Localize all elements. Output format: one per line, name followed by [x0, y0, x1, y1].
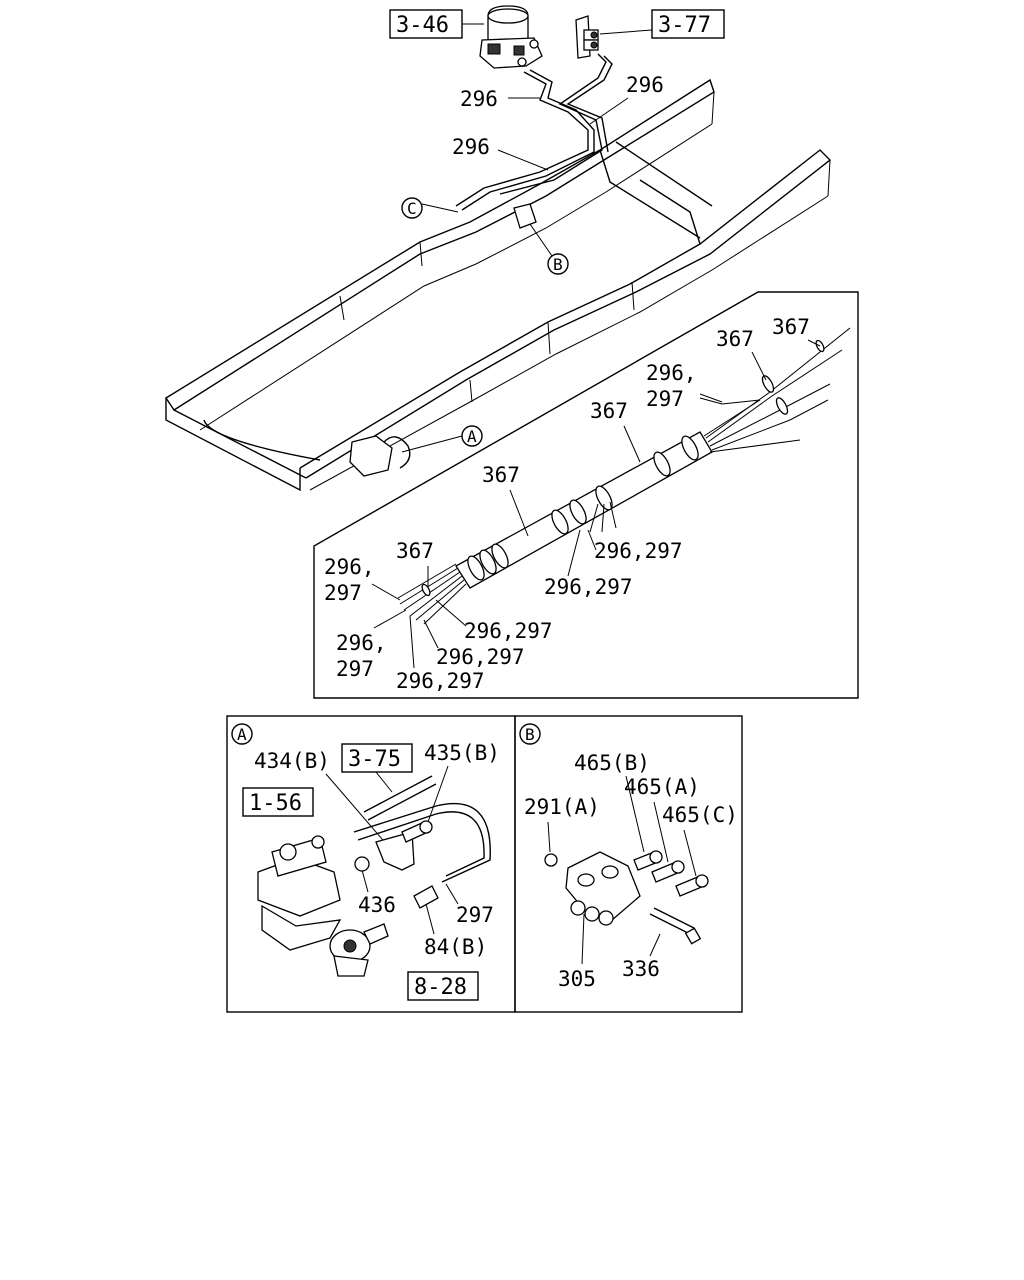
- label-435b: 435(B): [424, 741, 500, 765]
- label-84b: 84(B): [424, 935, 487, 959]
- panel-a-parts: [257, 775, 491, 977]
- air-dryer-part: [479, 5, 543, 69]
- label-465a: 465(A): [624, 775, 700, 799]
- label-436: 436: [358, 893, 396, 917]
- label-296-mid: 296: [452, 135, 490, 159]
- label-465b: 465(B): [574, 751, 650, 775]
- label-465c: 465(C): [662, 803, 738, 827]
- label-336: 336: [622, 957, 660, 981]
- label-296-297-c: 296,297: [464, 619, 553, 643]
- label-296-left: 296,: [324, 555, 375, 579]
- svg-text:A: A: [237, 725, 247, 744]
- detail-box-outline: [313, 291, 859, 699]
- ref-box-3-46[interactable]: 3-46: [389, 9, 463, 39]
- label-296-297-d: 296,297: [436, 645, 525, 669]
- label-297-lower: 297: [336, 657, 374, 681]
- label-296-upper: 296,: [646, 361, 697, 385]
- air-pipes: [455, 53, 613, 211]
- valve-part: [575, 15, 599, 59]
- panel-b-outline: [514, 715, 743, 1013]
- panel-b-callout: B: [519, 723, 541, 745]
- ref-8-28: 8-28: [414, 975, 467, 1000]
- ref-box-3-75[interactable]: 3-75: [341, 743, 413, 773]
- label-296-right: 296: [626, 73, 664, 97]
- label-296-297-e: 296,297: [396, 669, 485, 693]
- label-367-small: 367: [396, 539, 434, 563]
- label-296-297-b: 296,297: [544, 575, 633, 599]
- label-367-upper: 367: [716, 327, 754, 351]
- label-296-lower: 296,: [336, 631, 387, 655]
- panel-a-callout: A: [231, 723, 253, 745]
- label-297-left: 297: [324, 581, 362, 605]
- label-291a: 291(A): [524, 795, 600, 819]
- label-367-mid: 367: [590, 399, 628, 423]
- ref-3-77: 3-77: [658, 13, 711, 38]
- ref-3-75: 3-75: [348, 747, 401, 772]
- panel-b-parts: [544, 850, 709, 945]
- truck-frame: [165, 78, 832, 492]
- ref-box-8-28[interactable]: 8-28: [407, 971, 479, 1001]
- svg-text:A: A: [467, 427, 477, 446]
- ref-box-1-56[interactable]: 1-56: [242, 787, 314, 817]
- ref-3-46: 3-46: [396, 13, 449, 38]
- label-297-upper: 297: [646, 387, 684, 411]
- label-367-top-right: 367: [772, 315, 810, 339]
- label-367-left: 367: [482, 463, 520, 487]
- svg-text:C: C: [407, 199, 417, 218]
- callout-b[interactable]: B: [547, 253, 569, 275]
- label-296-left: 296: [460, 87, 498, 111]
- ref-box-3-77[interactable]: 3-77: [651, 9, 725, 39]
- ref-1-56: 1-56: [249, 791, 302, 816]
- harness-bundle: [397, 327, 851, 625]
- label-296-297-a: 296,297: [594, 539, 683, 563]
- label-305: 305: [558, 967, 596, 991]
- svg-text:B: B: [553, 255, 563, 274]
- label-297-a: 297: [456, 903, 494, 927]
- callout-a[interactable]: A: [461, 425, 483, 447]
- label-434b: 434(B): [254, 749, 330, 773]
- svg-text:B: B: [525, 725, 535, 744]
- callout-c[interactable]: C: [401, 197, 423, 219]
